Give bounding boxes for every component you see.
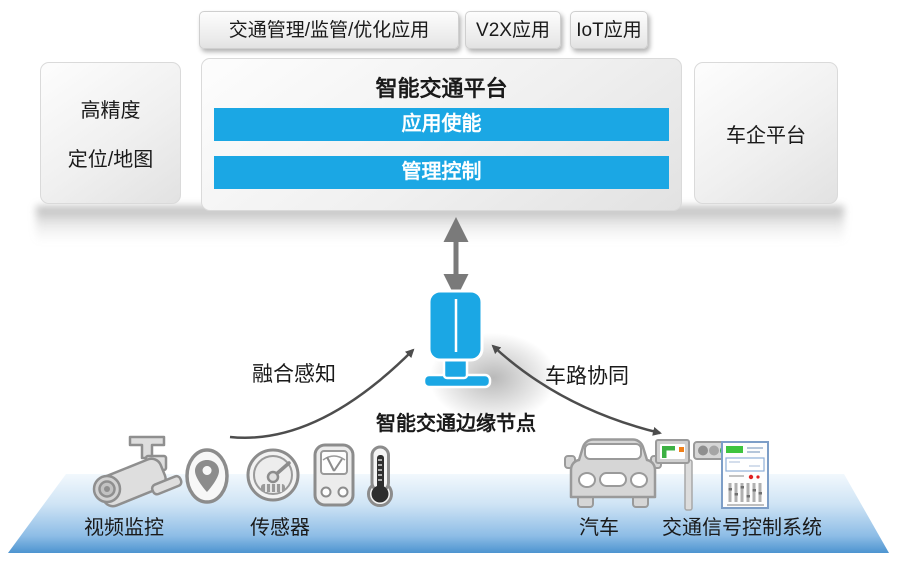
- sensors-label: 传感器: [250, 517, 310, 539]
- edge-node-label: 智能交通边缘节点: [376, 413, 536, 435]
- fusion-perception-label: 融合感知: [252, 363, 336, 386]
- tab-traffic-management-app: 交通管理/监管/优化应用: [199, 11, 459, 49]
- platform-title: 智能交通平台: [375, 76, 508, 101]
- car-icon: [564, 438, 662, 508]
- tab-iot-app: IoT应用: [570, 11, 648, 49]
- hd-map-line2: 定位/地图: [67, 149, 154, 171]
- hd-map-line1: 高精度: [80, 100, 141, 122]
- automaker-platform-box: 车企平台: [694, 62, 838, 204]
- tab-v2x-app: V2X应用: [465, 11, 561, 49]
- vehicle-road-coordination-label: 车路协同: [545, 365, 629, 388]
- hd-positioning-map-box: 高精度 定位/地图: [40, 62, 181, 204]
- intelligent-traffic-platform-box: 智能交通平台 应用使能 管理控制: [201, 58, 682, 211]
- traffic-signal-control-system-label: 交通信号控制系统: [662, 517, 822, 539]
- traffic-signal-icon: [655, 439, 733, 511]
- gauge-icon: [246, 448, 300, 502]
- vehicle-road-coordination-arrow: [491, 344, 662, 436]
- control-cabinet-icon: [721, 441, 769, 509]
- automaker-platform-label: 车企平台: [726, 124, 806, 147]
- panels-shadow: [36, 206, 844, 242]
- location-pin-icon: [185, 448, 229, 504]
- thermometer-icon: [367, 445, 393, 507]
- management-control-bar: 管理控制: [214, 156, 669, 189]
- car-label: 汽车: [579, 517, 619, 539]
- multimeter-icon: [313, 443, 355, 507]
- video-surveillance-label: 视频监控: [84, 517, 164, 539]
- app-enablement-bar: 应用使能: [214, 108, 669, 141]
- fusion-perception-arrow: [229, 348, 415, 439]
- cctv-camera-icon: [92, 435, 183, 508]
